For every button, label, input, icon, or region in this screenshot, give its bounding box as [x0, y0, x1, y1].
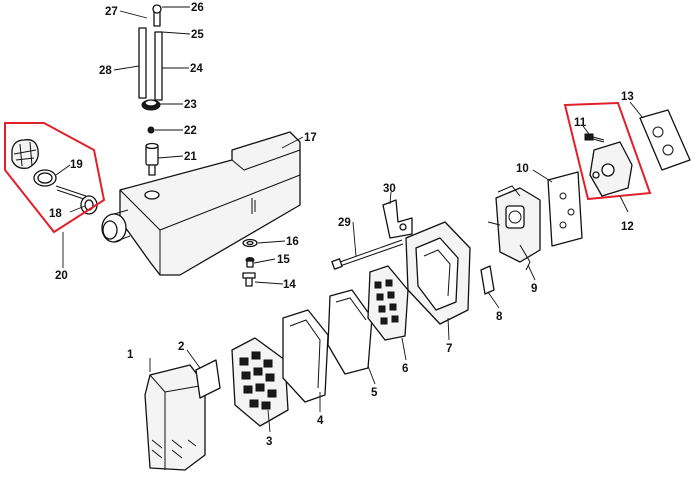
label-part-4: 4	[317, 415, 324, 427]
label-part-18: 18	[49, 208, 62, 220]
intake-insulator	[589, 141, 633, 197]
filter-element-4	[282, 309, 329, 403]
filter-screen-6	[367, 265, 409, 341]
leader-lines	[55, 6, 644, 433]
label-part-3: 3	[266, 436, 272, 448]
carb-gasket-10	[547, 171, 583, 247]
label-part-19: 19	[70, 159, 83, 171]
collar-15	[245, 257, 255, 268]
label-part-8: 8	[496, 311, 503, 323]
callout-frame-12	[563, 101, 652, 201]
bolt-29	[331, 239, 404, 270]
fuel-cap	[11, 139, 39, 169]
label-part-5: 5	[371, 387, 378, 399]
label-part-6: 6	[402, 363, 408, 375]
filter-pad-5	[327, 289, 373, 375]
label-part-24: 24	[190, 63, 203, 75]
filler-neck	[101, 209, 131, 243]
label-part-7: 7	[446, 343, 452, 355]
gasket-13	[639, 109, 691, 171]
label-part-28: 28	[99, 65, 112, 77]
label-part-26: 26	[191, 2, 204, 14]
fuel-tank	[119, 131, 301, 276]
label-part-16: 16	[286, 236, 299, 248]
bolt-14	[242, 272, 256, 287]
label-part-25: 25	[191, 29, 204, 41]
filter-gasket-2	[195, 359, 221, 399]
label-part-12: 12	[621, 221, 634, 233]
callout-frame-20	[4, 122, 106, 234]
grommet-16	[242, 238, 258, 248]
fuel-pickup-assembly	[138, 4, 163, 176]
label-part-14: 14	[283, 279, 296, 291]
label-part-23: 23	[184, 99, 197, 111]
screw-11	[584, 133, 605, 143]
label-part-22: 22	[184, 125, 197, 137]
label-part-17: 17	[304, 132, 317, 144]
label-part-10: 10	[516, 163, 529, 175]
spacer-8	[480, 265, 495, 295]
carburetor	[487, 185, 541, 271]
filter-grid-3	[231, 337, 289, 427]
bracket-30	[382, 199, 413, 239]
filter-base-7	[405, 221, 471, 325]
label-part-2: 2	[178, 341, 184, 353]
part-labels: 1 2 3 4 5 6 7 8 9 10 11 12 13 14 15 16 1…	[49, 2, 634, 448]
label-part-11: 11	[574, 117, 587, 129]
label-part-30: 30	[383, 183, 396, 195]
label-part-27: 27	[105, 6, 118, 18]
cap-strap	[55, 185, 98, 215]
label-part-15: 15	[277, 254, 290, 266]
label-part-21: 21	[184, 151, 197, 163]
label-part-29: 29	[338, 217, 351, 229]
label-part-9: 9	[531, 283, 537, 295]
label-part-1: 1	[127, 349, 134, 361]
label-part-13: 13	[621, 91, 634, 103]
cap-gasket	[33, 169, 57, 187]
air-filter-cover	[144, 364, 206, 471]
label-part-20: 20	[55, 270, 68, 282]
